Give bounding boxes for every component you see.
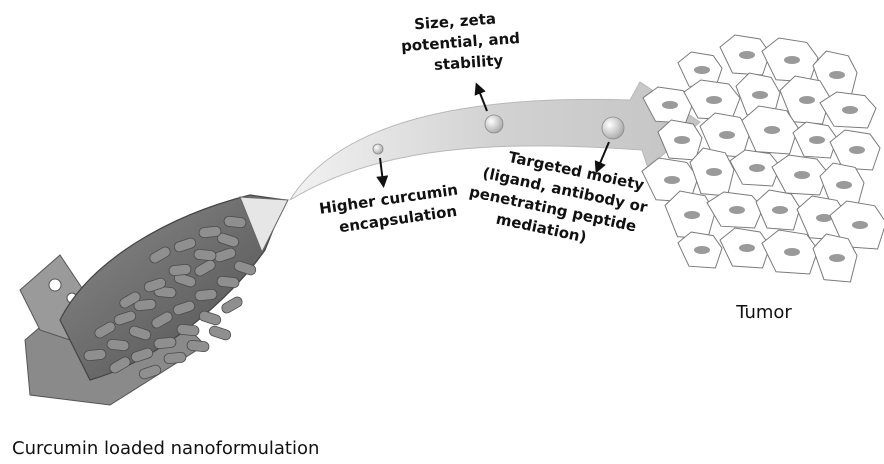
tumor-cell (684, 80, 740, 120)
cell-nucleus (706, 96, 722, 104)
fin-hole (49, 279, 61, 291)
cell-nucleus (836, 181, 852, 189)
cell-nucleus (829, 71, 845, 79)
capsule (195, 289, 218, 301)
capsule (187, 340, 210, 352)
cell-nucleus (829, 254, 845, 262)
cell-nucleus (842, 106, 858, 114)
tumor-cell-cluster (642, 35, 884, 282)
tumor-cell (820, 92, 876, 128)
capsule (169, 264, 192, 276)
cell-nucleus (799, 96, 815, 104)
cell-nucleus (706, 168, 722, 176)
cell-nucleus (809, 136, 825, 144)
cell-nucleus (719, 131, 735, 139)
capsule (154, 337, 177, 349)
capsule (177, 324, 200, 336)
capsule (199, 226, 222, 238)
medium-bubble (485, 115, 503, 133)
tumor-cell (793, 122, 837, 158)
cell-nucleus (694, 246, 710, 254)
tumor-cell (720, 35, 770, 75)
cell-nucleus (749, 164, 765, 172)
nanoformulation-device (20, 195, 288, 405)
cell-nucleus (772, 206, 788, 214)
capsule (164, 352, 187, 364)
capsule (224, 216, 247, 228)
cell-nucleus (662, 101, 678, 109)
capsule (198, 310, 222, 326)
label-nanoformulation: Curcumin loaded nanoformulation (12, 438, 319, 459)
tumor-cell (762, 38, 818, 82)
small-bubble (373, 144, 383, 154)
svg-text:Higher curcumin encapsul: Higher curcumin encapsulation (318, 180, 467, 239)
large-bubble (602, 117, 624, 139)
tumor-cell (665, 191, 715, 239)
capsule (107, 339, 130, 351)
cell-nucleus (752, 91, 768, 99)
capsule (84, 349, 107, 361)
cell-nucleus (674, 136, 690, 144)
label-encapsulation: Higher curcumin encapsulation (318, 180, 467, 239)
svg-text:Targeted moiety (ligand,: Targeted moiety (ligand, antibody or pen… (463, 141, 658, 258)
label-targeted-moiety: Targeted moiety (ligand, antibody or pen… (463, 141, 658, 258)
cell-nucleus (664, 176, 680, 184)
cell-nucleus (729, 206, 745, 214)
svg-text:Size, zeta potential, an: Size, zeta potential, and stability (399, 8, 527, 77)
cell-nucleus (739, 244, 755, 252)
size-zeta-line-1: Size, zeta (414, 10, 497, 34)
label-tumor: Tumor (735, 302, 792, 323)
cell-nucleus (849, 146, 865, 154)
capsule (194, 249, 217, 261)
cell-nucleus (739, 51, 755, 59)
tumor-cell (756, 190, 800, 230)
cell-nucleus (784, 248, 800, 256)
tumor-cell (707, 192, 763, 228)
cell-nucleus (684, 211, 700, 219)
tumor-cell (678, 232, 722, 268)
cell-nucleus (852, 221, 868, 229)
cell-nucleus (694, 66, 710, 74)
label-size-zeta: Size, zeta potential, and stability (399, 8, 527, 77)
cell-nucleus (784, 56, 800, 64)
tumor-cell (772, 155, 828, 195)
size-zeta-line-3: stability (433, 51, 504, 74)
cell-nucleus (794, 171, 810, 179)
capsule (208, 325, 232, 341)
tumor-cell (720, 228, 770, 268)
cell-nucleus (764, 126, 780, 134)
capsule (217, 276, 240, 288)
